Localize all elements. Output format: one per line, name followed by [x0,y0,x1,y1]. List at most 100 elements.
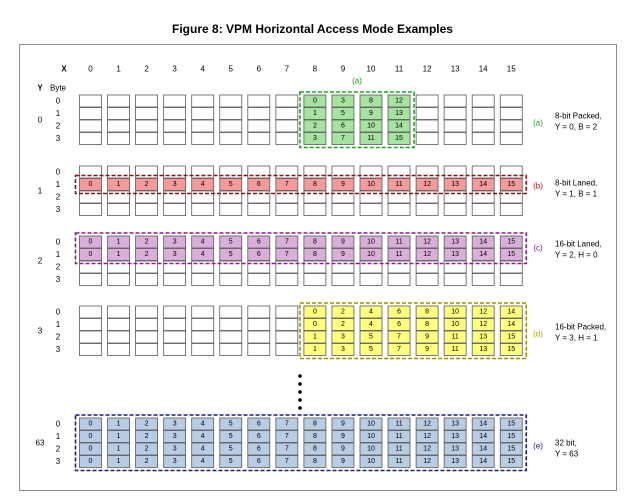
grid-cell [79,203,102,216]
highlighted-cell [247,442,271,456]
highlighted-cell [331,318,355,331]
highlight-box [74,414,528,472]
highlighted-cell [443,442,467,456]
highlighted-cell [191,455,215,468]
highlighted-cell [331,417,355,431]
grid-cell [471,203,495,216]
highlighted-cell [471,330,495,344]
highlighted-cell [303,178,327,191]
grid-cell [219,318,243,331]
y-group-label: 3 [38,326,43,335]
y-group-label: 2 [38,256,43,265]
highlighted-cell [359,305,383,319]
highlighted-cell [191,417,215,431]
cell-value: 5 [229,446,233,453]
grid-cell [79,107,102,120]
grid-cell [79,343,102,356]
cell-value: 9 [341,433,345,440]
cell-value: 3 [173,458,177,465]
cell-value: 14 [507,309,515,316]
grid-cell [471,119,495,133]
highlighted-cell [163,417,187,431]
example-description: 16-bit Packed, [555,323,606,332]
page-title: Figure 8: VPM Horizontal Access Mode Exa… [172,22,453,36]
cell-value: 13 [395,110,403,117]
grid-cell [247,132,271,145]
highlighted-cell [219,178,243,191]
highlight-box [299,91,415,149]
grid-cell [219,330,243,344]
cell-value: 11 [395,433,402,440]
highlighted-cell [247,248,271,261]
highlighted-cell [415,343,439,356]
byte-row-label: 0 [56,238,61,247]
byte-row-label: 3 [56,345,61,354]
highlighted-cell [387,318,411,331]
cell-value: 3 [173,239,177,246]
highlighted-cell [443,330,467,344]
cell-value: 4 [201,446,205,453]
example-label: (d) [533,330,543,339]
highlighted-cell [415,235,439,249]
cell-value: 1 [117,251,121,258]
grid-cell [499,132,523,145]
cell-value: 13 [451,421,459,428]
cell-value: 5 [229,433,233,440]
grid-cell [135,165,159,179]
cell-value: 0 [89,458,93,465]
cell-value: 4 [369,321,373,328]
cell-value: 8 [313,458,317,465]
cell-value: 3 [173,251,177,258]
cell-value: 9 [341,458,345,465]
grid-cell [415,203,439,216]
highlighted-cell [303,442,327,456]
highlighted-cell [331,442,355,456]
column-header: 2 [144,65,149,74]
cell-value: 15 [395,135,403,142]
y-group-label: 0 [38,115,43,124]
highlighted-cell [303,343,327,356]
cell-value: 14 [479,251,487,258]
grid-cell [79,330,102,344]
highlighted-cell [135,248,159,261]
cell-value: 8 [313,433,317,440]
grid-cell [135,273,159,286]
cell-value: 8 [313,421,317,428]
cell-value: 7 [285,251,289,258]
cell-value: 13 [479,334,487,341]
example-description: Y = 0, B = 2 [555,123,598,132]
figure-frame [19,44,617,491]
highlighted-cell [219,417,243,431]
cell-value: 9 [369,110,373,117]
cell-value: 11 [395,239,402,246]
highlighted-cell [387,235,411,249]
cell-value: 11 [395,446,402,453]
grid-cell [107,343,130,356]
cell-value: 10 [367,458,375,465]
grid-cell [107,330,130,344]
cell-value: 1 [117,458,121,465]
highlighted-cell [79,417,102,431]
grid-cell [163,203,187,216]
column-header: 15 [507,65,516,74]
cell-value: 3 [173,181,177,188]
grid-cell [247,330,271,344]
grid-cell [219,94,243,108]
highlighted-cell [443,235,467,249]
highlighted-cell [163,430,187,443]
cell-value: 0 [89,433,93,440]
cell-value: 6 [257,181,261,188]
cell-value: 5 [229,181,233,188]
cell-value: 11 [395,251,402,258]
column-header: 1 [116,65,121,74]
highlighted-cell [331,119,355,133]
highlighted-cell [443,305,467,319]
grid-cell [443,273,467,286]
highlighted-cell [163,442,187,456]
highlighted-cell [443,343,467,356]
highlighted-cell [387,248,411,261]
y-group-label: 1 [38,186,43,195]
highlighted-cell [443,455,467,468]
grid-cell [219,107,243,120]
